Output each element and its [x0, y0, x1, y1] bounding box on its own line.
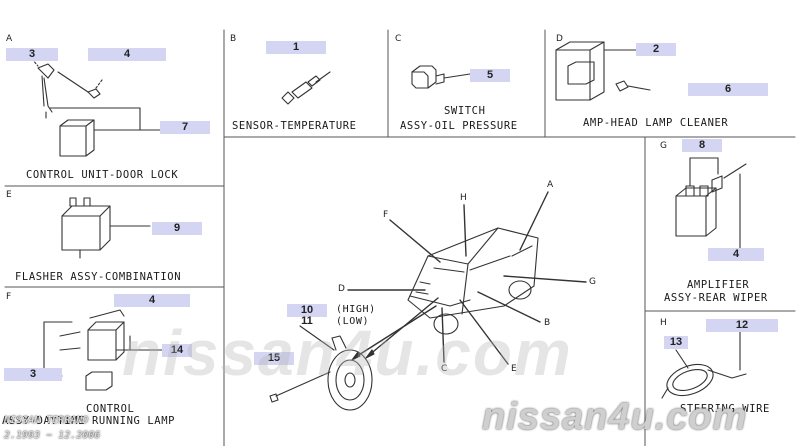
vehicle-callout-d: D	[338, 284, 345, 294]
title-switch-line1: SWITCH	[444, 105, 486, 117]
title-flasher-assy: FLASHER ASSY-COMBINATION	[15, 271, 182, 283]
part-label-13[interactable]: 13	[664, 336, 688, 349]
part-label-9[interactable]: 9	[152, 222, 202, 235]
frame-lines	[4, 29, 796, 446]
part-label-3-drl[interactable]: 3	[4, 368, 62, 381]
part-label-8[interactable]: 8	[682, 139, 722, 152]
section-letter-h: H	[660, 318, 667, 328]
part-label-4-drl[interactable]: 4	[114, 294, 190, 307]
rear-wiper-amplifier-drawing	[675, 157, 747, 249]
steering-wire-drawing	[661, 329, 747, 399]
watermark-corner: nissan4u.com	[482, 396, 748, 438]
section-letter-b: B	[230, 34, 237, 44]
section-letter-e: E	[6, 190, 12, 200]
title-amp-head-lamp-cleaner: AMP-HEAD LAMP CLEANER	[583, 117, 729, 129]
oil-pressure-switch-drawing	[411, 65, 471, 89]
section-letter-f: F	[6, 292, 12, 302]
vehicle-callout-f: F	[383, 210, 389, 220]
part-label-4-door-lock[interactable]: 4	[88, 48, 166, 61]
vehicle-callout-h: H	[460, 193, 467, 203]
part-label-12[interactable]: 12	[706, 319, 778, 332]
vehicle-callout-b: B	[544, 318, 551, 328]
title-steering-wire: STEERING WIRE	[680, 403, 770, 415]
part-label-14[interactable]: 14	[162, 344, 192, 357]
part-label-5[interactable]: 5	[470, 69, 510, 82]
part-label-7[interactable]: 7	[160, 121, 210, 134]
section-letter-g: G	[660, 141, 667, 151]
part-label-6[interactable]: 6	[688, 83, 768, 96]
vehicle-callout-c: C	[441, 364, 448, 374]
title-amplifier-line1: AMPLIFIER	[687, 279, 750, 291]
temperature-sensor-drawing	[281, 71, 331, 105]
part-label-11[interactable]: 11	[301, 315, 313, 327]
footer-model: NISSAN TERRANO	[4, 415, 89, 426]
vehicle-callout-lines	[347, 191, 587, 365]
section-letter-a: A	[6, 34, 13, 44]
horn-low-label: (LOW)	[336, 316, 370, 327]
head-lamp-cleaner-amp-drawing	[555, 41, 651, 101]
part-label-4-rear-wiper[interactable]: 4	[708, 248, 764, 261]
watermark-center: nissan4u.com	[122, 317, 573, 389]
flasher-drawing	[61, 197, 151, 259]
title-amplifier-line2: ASSY-REAR WIPER	[664, 292, 768, 304]
part-label-3-door-lock[interactable]: 3	[6, 48, 58, 61]
title-control-unit-door-lock: CONTROL UNIT-DOOR LOCK	[26, 169, 179, 181]
vehicle-callout-g: G	[589, 277, 596, 287]
horn-drawing	[269, 325, 373, 411]
title-control-line1: CONTROL	[86, 403, 135, 415]
part-label-2[interactable]: 2	[636, 43, 676, 56]
vehicle-callout-e: E	[511, 364, 517, 374]
horn-callout-arrows	[351, 349, 375, 361]
title-sensor-temperature: SENSOR-TEMPERATURE	[232, 120, 357, 132]
part-label-10[interactable]: 10	[287, 304, 327, 317]
title-switch-line2: ASSY-OIL PRESSURE	[400, 120, 518, 132]
section-letter-d: D	[556, 34, 563, 44]
part-label-15[interactable]: 15	[254, 352, 294, 365]
vehicle-callout-a: A	[547, 180, 554, 190]
section-letter-c: C	[395, 34, 402, 44]
control-unit-door-lock-drawing	[23, 49, 161, 157]
part-label-1[interactable]: 1	[266, 41, 326, 54]
footer-years: 2.1993 − 12.2006	[4, 430, 101, 441]
title-drl-line2: ASSY-DAYTIME RUNNING LAMP	[2, 415, 176, 427]
horn-high-label: (HIGH)	[336, 304, 376, 315]
